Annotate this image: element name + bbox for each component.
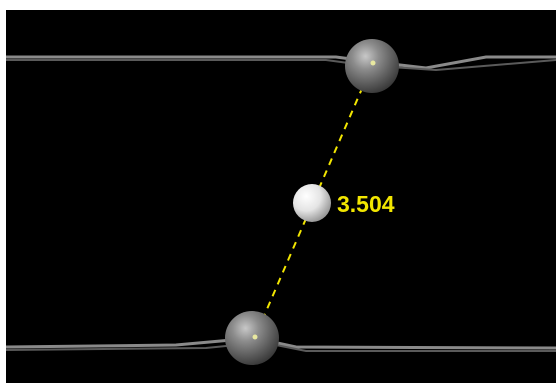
scene-background (6, 10, 556, 383)
top-atom[interactable] (345, 39, 399, 93)
top-atom-highlight (370, 60, 376, 66)
molecular-viewport[interactable]: 3.504 (6, 10, 556, 383)
bottom-atom[interactable] (225, 311, 279, 365)
distance-label: 3.504 (337, 191, 395, 217)
top-bond-right (372, 55, 556, 70)
bottom-atom-highlight (252, 334, 258, 340)
scene-canvas[interactable]: 3.504 (6, 10, 556, 383)
center-atom[interactable] (293, 184, 331, 222)
bottom-bond-right-shadow (265, 342, 556, 352)
